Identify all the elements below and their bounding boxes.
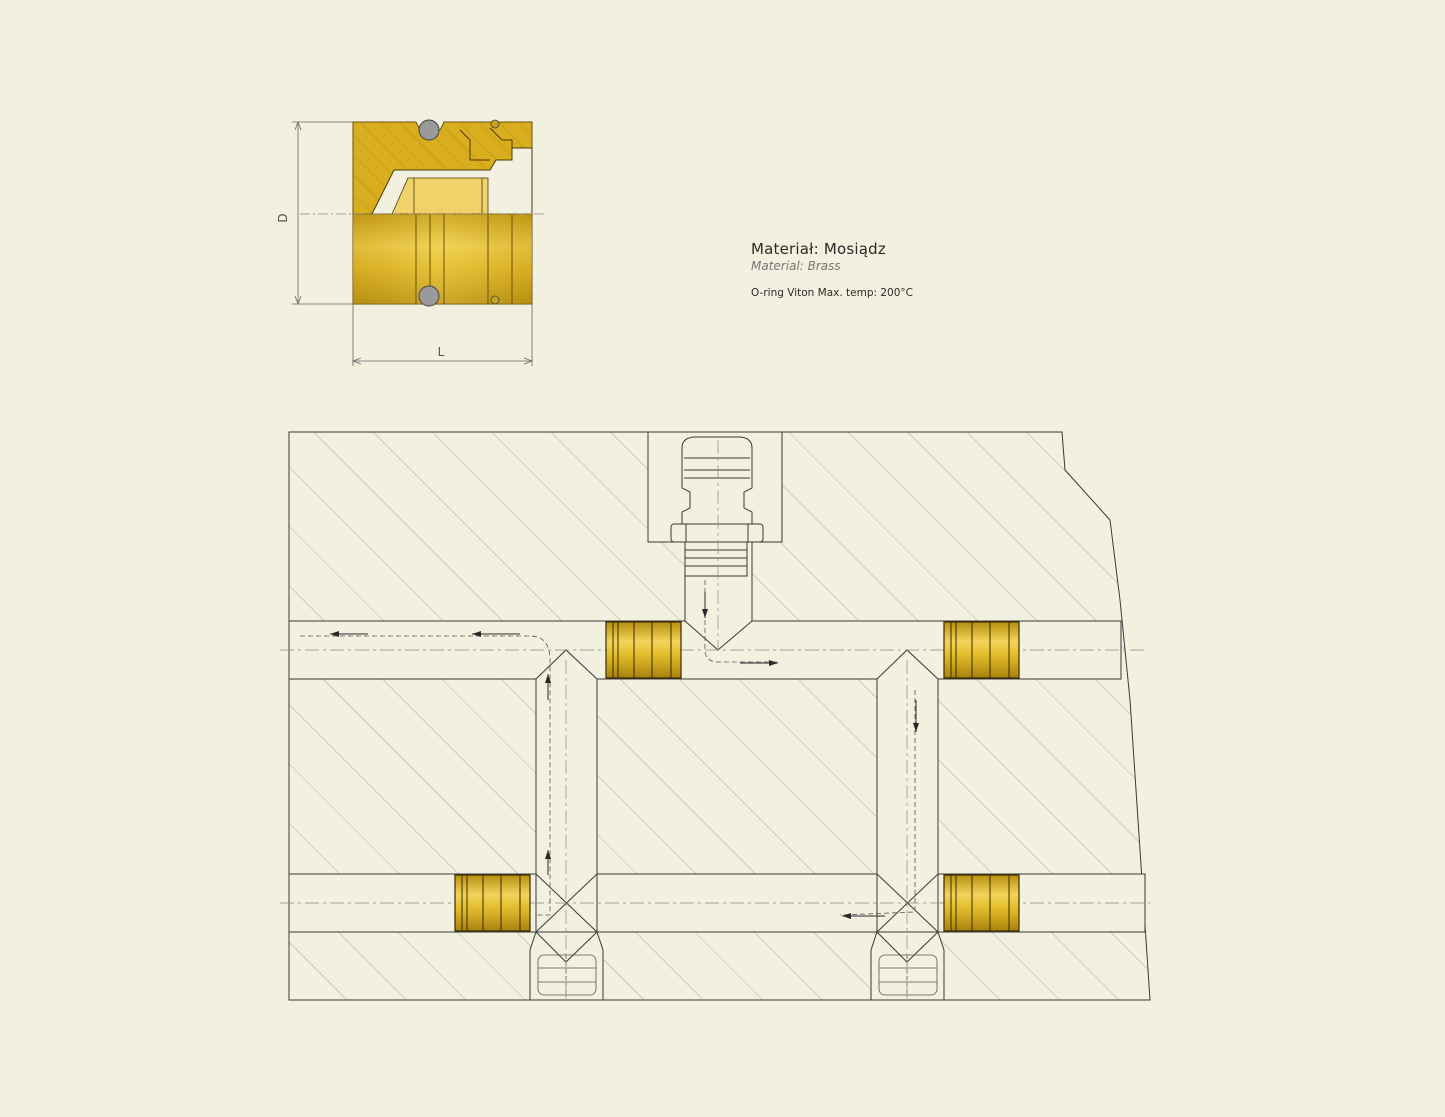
mold-block-section: [280, 431, 1151, 1001]
material-polish: Materiał: Mosiądz: [751, 240, 886, 258]
set-screw-left: [537, 954, 597, 996]
material-english: Material: Brass: [751, 259, 841, 273]
bottom-plug-right: [870, 931, 945, 1001]
bottom-plug-left: [529, 931, 604, 1001]
dimension-l: [351, 304, 534, 366]
plug-outside-half: [352, 213, 533, 305]
flow-arrows: [330, 592, 919, 919]
set-screw-right: [878, 954, 938, 996]
dimension-l-label: L: [438, 345, 445, 359]
right-vertical-channel: [876, 649, 939, 933]
dimension-d: [292, 120, 353, 306]
o-ring-bottom: [418, 285, 440, 307]
flow-path: [300, 580, 916, 916]
brass-plug-upper-right: [943, 621, 1020, 679]
o-ring-top: [418, 119, 440, 141]
plug-section-half: [352, 121, 533, 215]
oring-spec: O-ring Viton Max. temp: 200°C: [751, 287, 913, 299]
cooling-nipple: [670, 436, 764, 577]
left-vertical-channel: [535, 649, 598, 933]
material-spec: Materiał: Mosiądz Material: Brass O-ring…: [751, 240, 913, 299]
plug-detail: D L: [276, 119, 545, 366]
brass-plug-lower-right: [943, 874, 1020, 932]
dimension-d-label: D: [276, 213, 290, 222]
brass-plug-lower-left: [454, 874, 531, 932]
brass-plug-upper-left: [605, 621, 682, 679]
